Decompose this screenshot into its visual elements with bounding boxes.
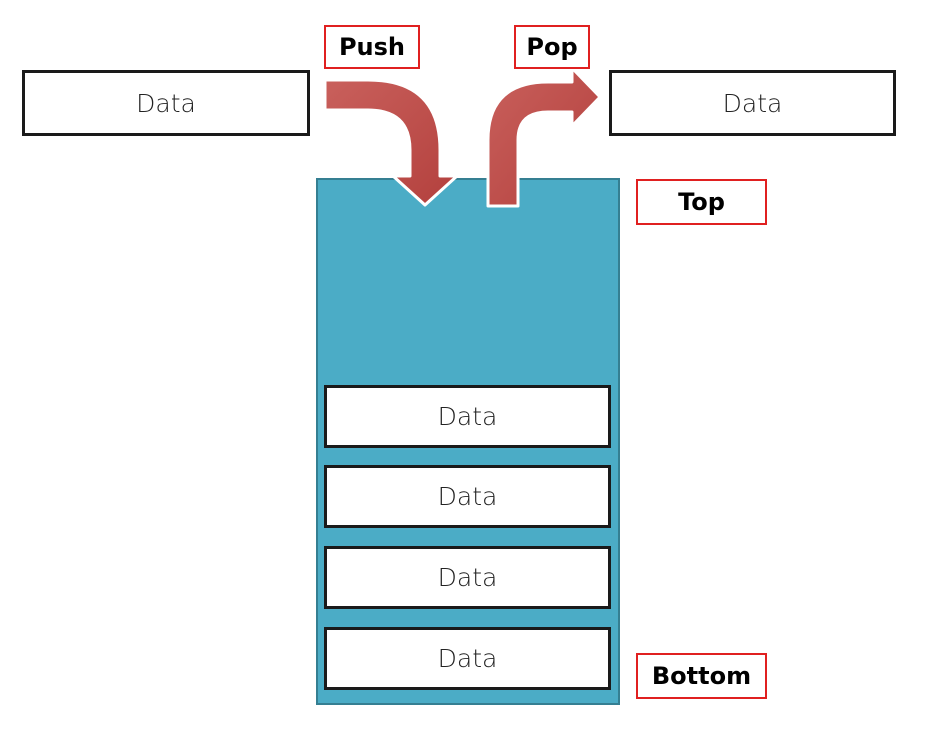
pop-label: Pop bbox=[514, 25, 590, 69]
push-label: Push bbox=[324, 25, 420, 69]
stack-item-1: Data bbox=[324, 627, 611, 690]
pop-arrow bbox=[486, 66, 602, 208]
stack-item-2: Data bbox=[324, 546, 611, 609]
top-label: Top bbox=[636, 179, 767, 225]
stack-item-4: Data bbox=[324, 385, 611, 448]
push-arrow bbox=[323, 78, 459, 207]
bottom-label: Bottom bbox=[636, 653, 767, 699]
stack-item-3: Data bbox=[324, 465, 611, 528]
outgoing-data-box: Data bbox=[609, 70, 896, 136]
incoming-data-box: Data bbox=[22, 70, 310, 136]
